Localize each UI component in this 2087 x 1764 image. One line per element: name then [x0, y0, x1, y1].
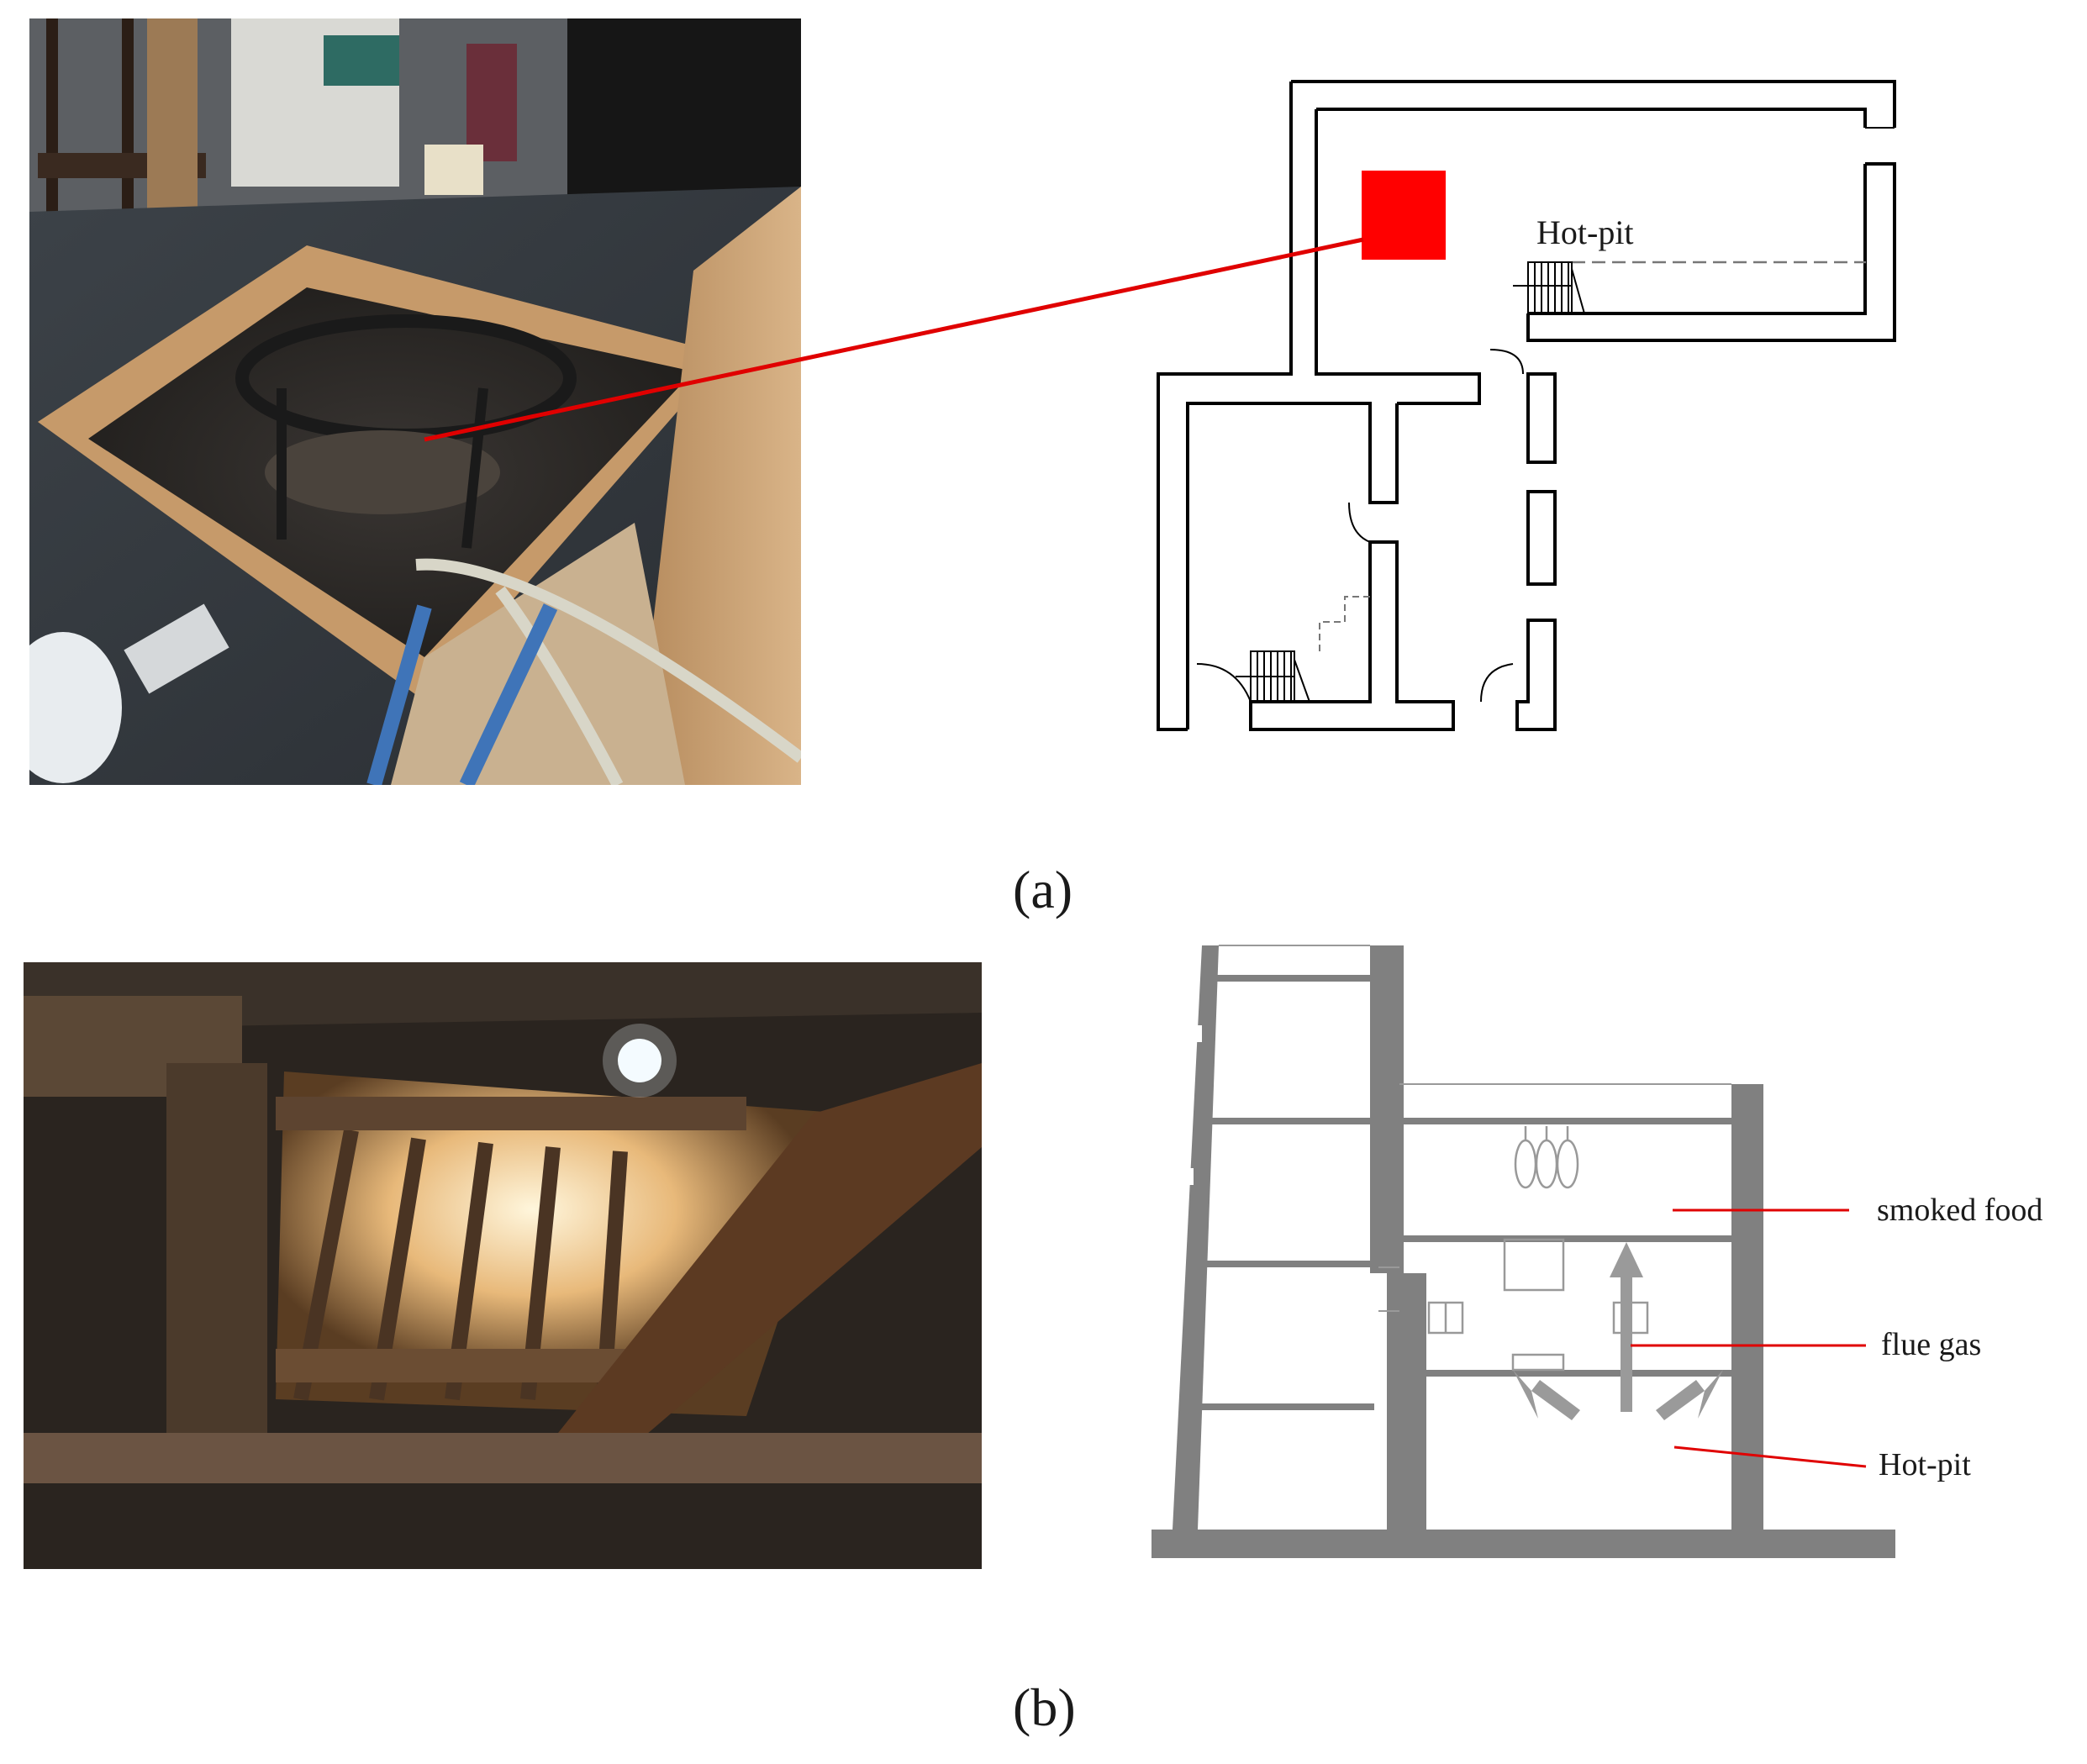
smoke-loft-photo [24, 962, 982, 1569]
hot-pit-leader [1673, 1445, 1867, 1468]
hot-pit-section-label: Hot-pit [1879, 1447, 1971, 1482]
section-diagram: smoked food flue gas Hot-pit [1152, 945, 2042, 1558]
caption-a: (a) [1013, 860, 1073, 919]
light-bulb-icon [618, 1039, 661, 1082]
flue-gas-label: flue gas [1881, 1327, 1981, 1362]
floor-plan: Hot-pit [1157, 80, 1896, 731]
hot-pit-photo [29, 18, 801, 785]
smoked-food-label: smoked food [1877, 1193, 2042, 1228]
hot-pit-marker [1362, 171, 1446, 260]
hot-pit-plan-label: Hot-pit [1536, 213, 1634, 251]
caption-b: (b) [1013, 1677, 1076, 1737]
